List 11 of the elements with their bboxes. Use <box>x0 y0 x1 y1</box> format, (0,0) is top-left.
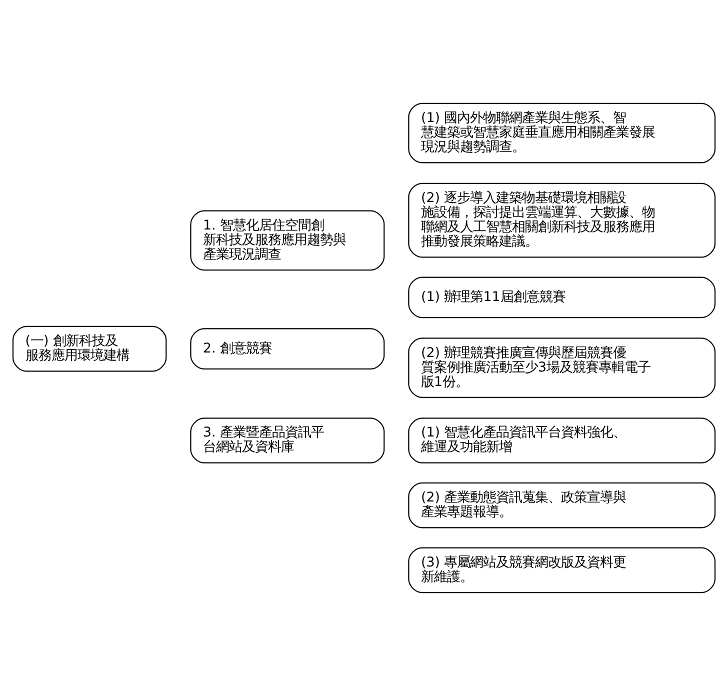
node-box: (2) 產業動態資訊蒐集、政策宣導與產業專題報導。 <box>408 482 716 528</box>
node-box: 3. 產業暨產品資訊平台網站及資料庫 <box>190 417 385 463</box>
node-box: (3) 專屬網站及競賽網改版及資料更新維護。 <box>408 546 716 593</box>
node-box: (2) 逐步導入建築物基礎環境相關設施設備，探討提出雲端運算、大數據、物聯網及人工智慧相關創新科技及服務應用推動發展策略建議。 <box>408 182 716 258</box>
node-box: (1) 智慧化產品資訊平台資料強化、維運及功能新增 <box>408 417 716 463</box>
node-box: (1) 國內外物聯網產業與生態系、智慧建築或智慧家庭垂直應用相關產業發展現況與趨勢調查。 <box>408 102 716 163</box>
node-box: 1. 智慧化居住空間創新科技及服務應用趨勢與產業現況調查 <box>190 210 385 270</box>
node-box: (1) 辦理第11屆創意競賽 <box>408 276 716 318</box>
node-box: 2. 創意競賽 <box>190 328 385 370</box>
node-box: (2) 辦理競賽推廣宣傳與歷屆競賽優質案例推廣活動至少3場及競賽專輯電子版1份。 <box>408 337 716 398</box>
node-box: (一) 創新科技及服務應用環境建構 <box>12 325 167 372</box>
